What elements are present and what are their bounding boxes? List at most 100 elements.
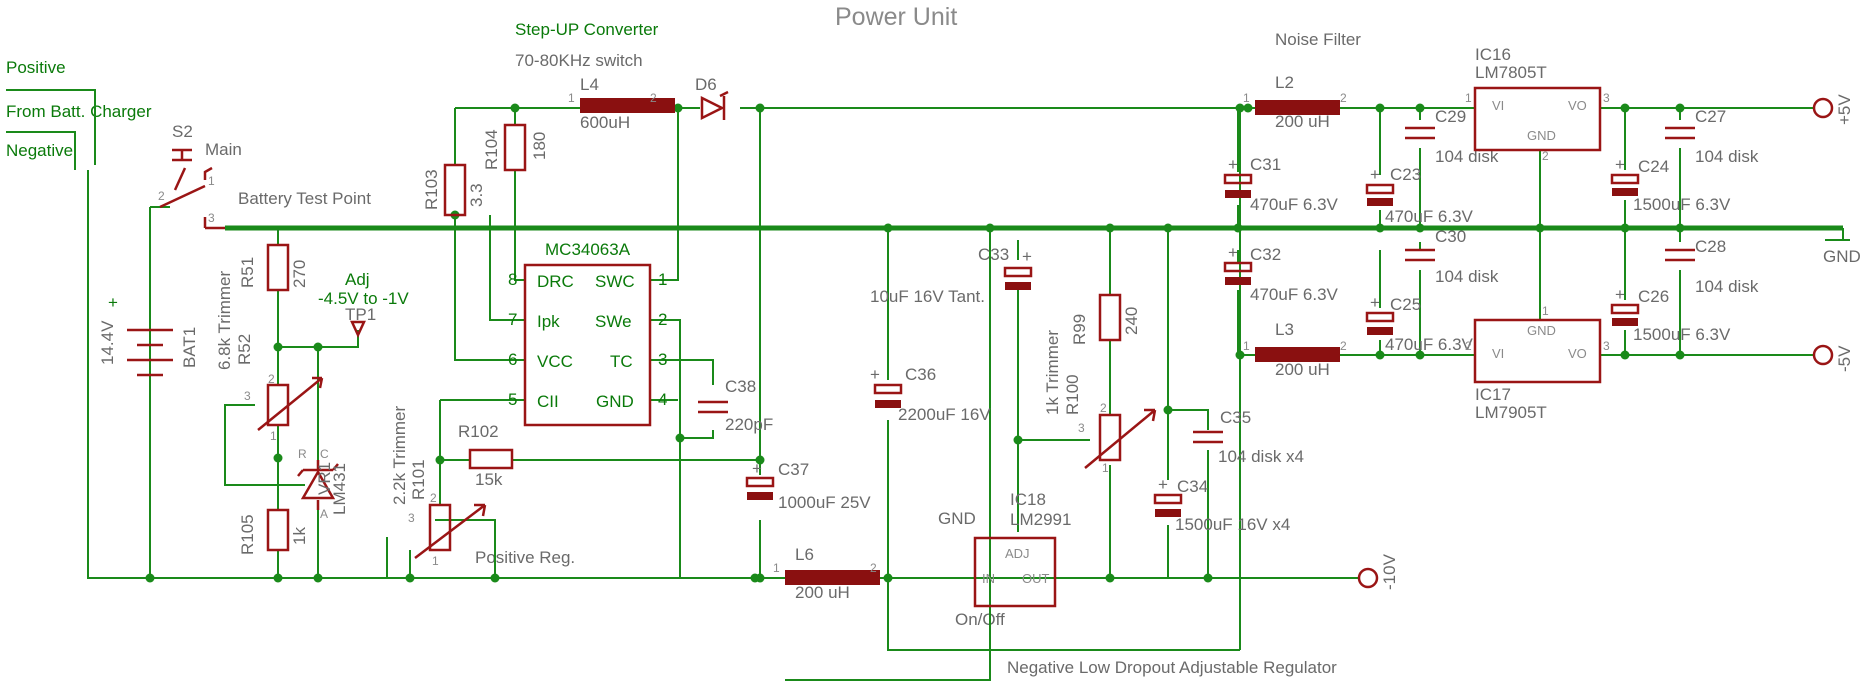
r99-value: 240	[1122, 307, 1141, 335]
c31-name: C31	[1250, 155, 1281, 174]
capacitor-c23: + C23 470uF 6.3V	[1365, 165, 1474, 226]
svg-text:+: +	[1228, 243, 1238, 262]
note-neg-ldo: Negative Low Dropout Adjustable Regulato…	[1007, 658, 1337, 677]
bat1-name: BAT1	[180, 327, 199, 368]
c34-value: 1500uF 16V x4	[1175, 515, 1290, 534]
capacitor-c26: + C26 1500uF 6.3V	[1610, 285, 1731, 344]
l2-name: L2	[1275, 73, 1294, 92]
ic17-pin3: 3	[1603, 339, 1610, 353]
mc-pin-tc: TC	[610, 352, 633, 371]
svg-text:1: 1	[773, 561, 780, 575]
d6-name: D6	[695, 75, 717, 94]
s2-label: Main	[205, 140, 242, 159]
capacitor-c31: + C31 470uF 6.3V	[1223, 155, 1339, 214]
resistor-r104: R104 180	[482, 123, 549, 172]
port-plus5-label: +5V	[1835, 94, 1854, 125]
capacitor-c32: + C32 470uF 6.3V	[1223, 243, 1339, 304]
c34-name: C34	[1177, 477, 1208, 496]
c24-value: 1500uF 6.3V	[1633, 195, 1731, 214]
port-minus5-label: -5V	[1835, 345, 1854, 372]
r100-name: R100	[1063, 374, 1082, 415]
port-minus10-label: -10V	[1380, 553, 1399, 590]
c32-value: 470uF 6.3V	[1250, 285, 1339, 304]
mc-pinnum-4: 4	[658, 390, 667, 409]
r51-value: 270	[290, 260, 309, 288]
l6-name: L6	[795, 545, 814, 564]
ic-ic17: VI VO GND 2 3 1 IC17 LM7905T	[1465, 304, 1610, 422]
svg-text:1: 1	[1102, 461, 1109, 475]
mc-pin-ipk: Ipk	[537, 312, 560, 331]
svg-text:+: +	[1228, 155, 1238, 174]
r105-name: R105	[238, 514, 257, 555]
ic18-out: OUT	[1022, 571, 1050, 586]
vr1-pin-r: R	[298, 447, 307, 461]
ic-ic16: VI VO GND 1 3 2 IC16 LM7805T	[1465, 45, 1610, 163]
note-on-off: On/Off	[955, 610, 1005, 629]
vr1-pin-c: C	[320, 447, 329, 461]
inductor-l2: 1 2 L2 200 uH	[1243, 73, 1347, 131]
svg-text:2: 2	[1100, 401, 1107, 415]
capacitor-c28: C28 104 disk	[1665, 237, 1759, 296]
ic16-vo: VO	[1568, 98, 1587, 113]
capacitor-c36: + C36 2200uF 16V	[870, 365, 991, 424]
c38-value: 220pF	[725, 415, 773, 434]
vr1-value: LM431	[330, 463, 349, 515]
svg-text:2: 2	[870, 561, 877, 575]
mc-pinnum-5: 5	[508, 390, 517, 409]
capacitor-c37: + C37 1000uF 25V	[745, 459, 871, 512]
r101-name: R101	[409, 459, 428, 500]
wires	[6, 89, 1850, 681]
ic17-value: LM7905T	[1475, 403, 1547, 422]
c33-name: C33	[978, 245, 1009, 264]
vref-vr1: R C A VR1 LM431	[297, 447, 349, 521]
testpoint-tp1: TP1	[345, 305, 376, 338]
note-battery-test-point: Battery Test Point	[238, 189, 371, 208]
note-step-up: Step-UP Converter	[515, 20, 659, 39]
mc-name: MC34063A	[545, 240, 631, 259]
svg-text:+: +	[1370, 293, 1380, 312]
svg-text:+: +	[1370, 165, 1380, 184]
c36-name: C36	[905, 365, 936, 384]
c28-value: 104 disk	[1695, 277, 1759, 296]
resistor-r103: R103 3.3	[422, 163, 486, 217]
note-from-batt-charger: From Batt. Charger	[6, 102, 152, 121]
svg-text:3: 3	[244, 389, 251, 403]
svg-text:3: 3	[408, 511, 415, 525]
port-gnd: GND	[1823, 247, 1860, 266]
ic17-vi: VI	[1492, 346, 1504, 361]
svg-text:3: 3	[1078, 421, 1085, 435]
s2-pin2: 2	[158, 189, 165, 203]
c38-name: C38	[725, 377, 756, 396]
svg-text:+: +	[1022, 247, 1032, 266]
mc-pin-swe: SWe	[595, 312, 632, 331]
c26-name: C26	[1638, 287, 1669, 306]
battery-bat1: + 14.4V BAT1	[98, 293, 199, 377]
r101-value: 2.2k Trimmer	[390, 405, 409, 505]
port-minus5: -5V	[1812, 344, 1854, 372]
mc-pinnum-1: 1	[658, 270, 667, 289]
c24-name: C24	[1638, 157, 1669, 176]
c31-value: 470uF 6.3V	[1250, 195, 1339, 214]
switch-s2: S2 Main 1 2 3	[158, 122, 242, 230]
c35-value: 104 disk x4	[1218, 447, 1304, 466]
r51-name: R51	[238, 257, 257, 288]
c37-value: 1000uF 25V	[778, 493, 871, 512]
c26-value: 1500uF 6.3V	[1633, 325, 1731, 344]
inductor-l6: 1 2 L6 200 uH	[773, 545, 880, 602]
mc-pin-vcc: VCC	[537, 352, 573, 371]
capacitor-c29: C29 104 disk	[1405, 107, 1499, 166]
trimmer-r100: 3 2 1 1k Trimmer R100	[1043, 330, 1157, 475]
ic18-name: IC18	[1010, 490, 1046, 509]
schematic-title: Power Unit	[835, 3, 957, 31]
capacitor-c34: + C34 1500uF 16V x4	[1153, 475, 1290, 534]
c27-name: C27	[1695, 107, 1726, 126]
r99-name: R99	[1070, 314, 1089, 345]
port-minus10: -10V	[1357, 553, 1399, 590]
ic18-adj: ADJ	[1005, 546, 1030, 561]
ic17-pin2: 2	[1465, 339, 1472, 353]
ic16-pin3: 3	[1603, 91, 1610, 105]
ic17-name: IC17	[1475, 385, 1511, 404]
mc-pin-cii: CII	[537, 392, 559, 411]
capacitor-c24: + C24 1500uF 6.3V	[1610, 155, 1731, 214]
l4-name: L4	[580, 75, 599, 94]
